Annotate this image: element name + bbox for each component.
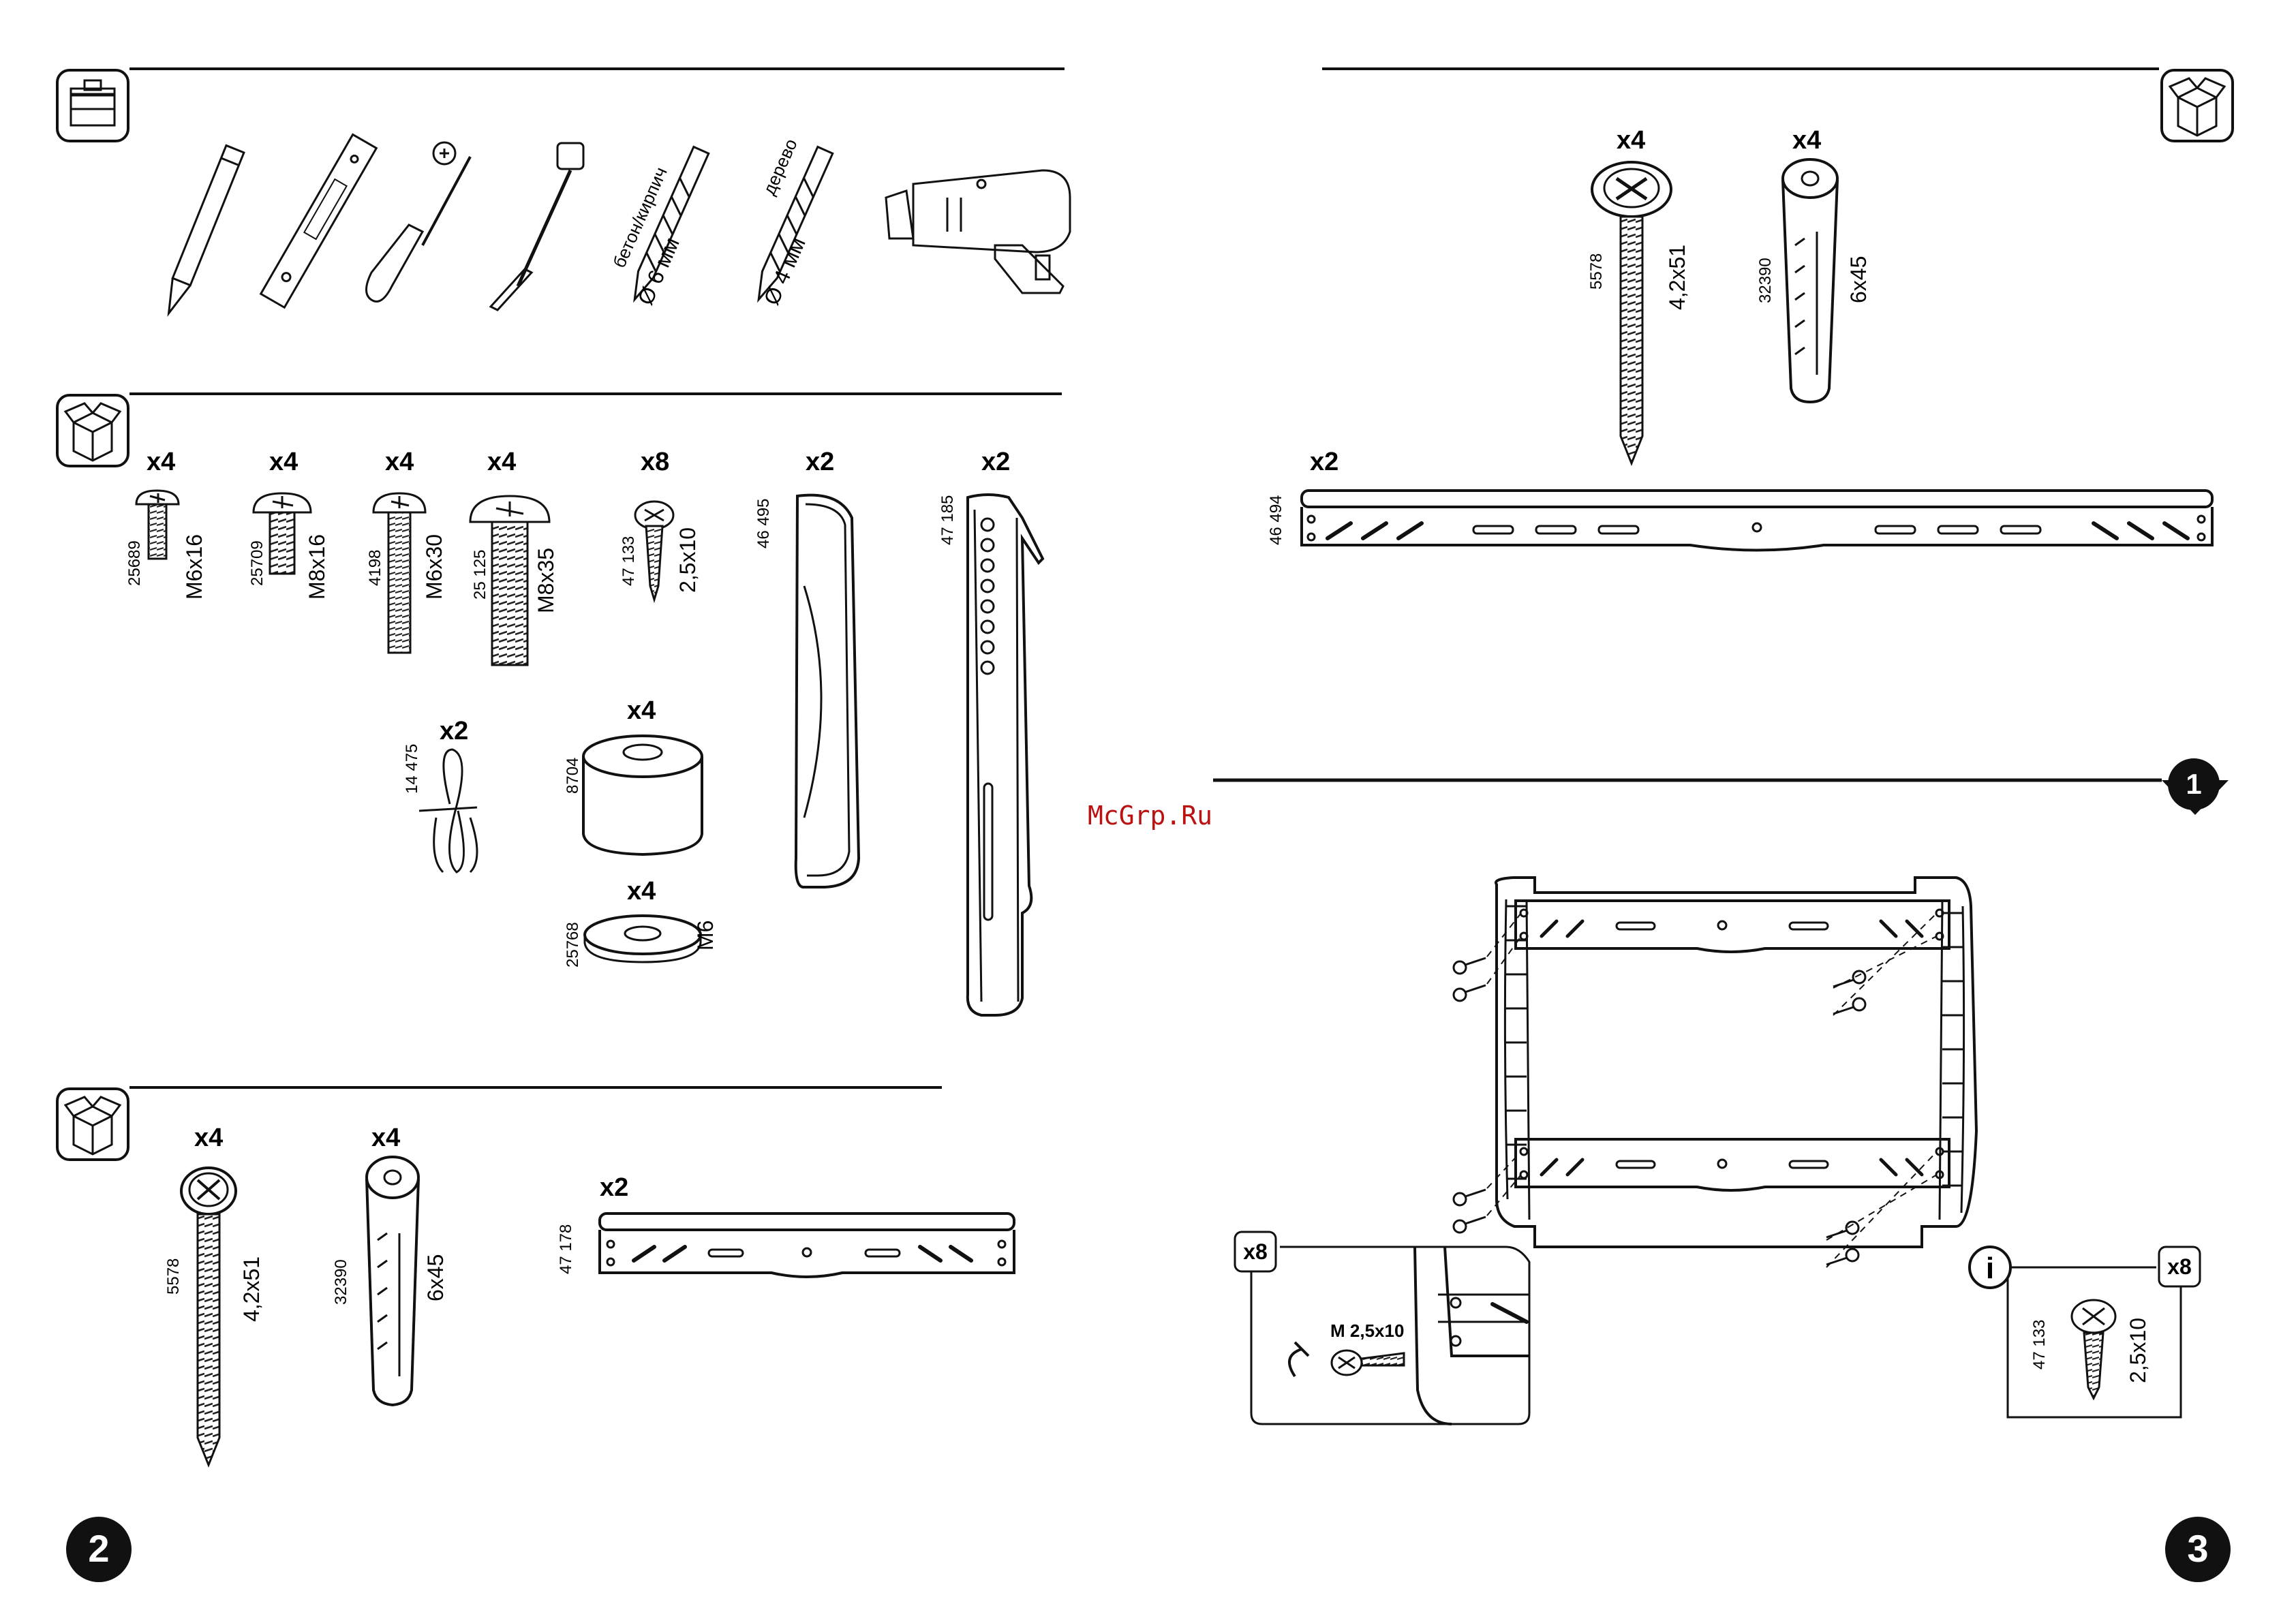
screw-2-5x10-code: 47 133 — [619, 536, 638, 586]
box-icon-kit-a — [57, 395, 128, 466]
power-drill-icon — [886, 170, 1070, 293]
screw-m6x30-count: x4 — [385, 448, 414, 476]
screw-m8x35-count: x4 — [487, 448, 516, 476]
spirit-level-icon — [261, 134, 377, 307]
wood-screw-drawing-left — [181, 1168, 236, 1465]
screw-m6x30-code: 4198 — [366, 550, 384, 586]
wall-plug-drawing-left — [367, 1157, 418, 1405]
socket-wrench-icon — [491, 143, 583, 310]
wood-bit-size: Ø 4 мм — [759, 234, 810, 309]
detail-screw-label: M 2,5x10 — [1330, 1320, 1404, 1341]
right-plug-count: x4 — [1792, 126, 1821, 155]
mounting-arm-small-drawing — [796, 495, 859, 887]
screw-m6x16-size: M6x16 — [182, 534, 206, 600]
right-rail-count: x2 — [1310, 448, 1338, 476]
screw-2-5x10-count: x8 — [641, 448, 669, 476]
info-size: 2,5x10 — [2126, 1318, 2150, 1383]
right-screw-size: 4,2x51 — [1665, 245, 1689, 310]
wall-plug-drawing-right — [1783, 159, 1837, 402]
screw-m8x35-code: 25 125 — [471, 550, 489, 600]
screw-2-5x10-drawing — [635, 501, 673, 600]
screwdriver-icon — [367, 142, 471, 302]
spacer-count: x4 — [627, 696, 656, 725]
wall-rail-drawing-right — [1302, 491, 2212, 551]
page-number-left: 2 — [88, 1527, 109, 1570]
info-code: 47 133 — [2030, 1320, 2049, 1370]
arm-small-code: 46 495 — [754, 499, 773, 548]
kit-b-screw-code: 5578 — [164, 1258, 183, 1295]
right-plug-code: 32390 — [1756, 258, 1775, 303]
info-count: x8 — [2167, 1254, 2192, 1279]
arm-small-count: x2 — [806, 448, 834, 476]
wood-screw-drawing-right — [1592, 162, 1671, 463]
screw-m8x16-code: 25709 — [248, 540, 266, 586]
screw-m6x16-code: 25689 — [125, 540, 144, 586]
screw-2-5x10-size: 2,5x10 — [675, 527, 700, 593]
pencil-icon — [160, 145, 244, 317]
cable-tie-drawing — [419, 749, 477, 872]
right-screw-code: 5578 — [1587, 253, 1606, 290]
cord-code: 14 475 — [403, 744, 421, 794]
concrete-bit-size: Ø 6 мм — [633, 234, 684, 309]
step-number: 1 — [2186, 768, 2201, 800]
toolbox-icon — [57, 70, 128, 141]
screw-m6x16-count: x4 — [147, 448, 175, 476]
arm-large-code: 47 185 — [938, 495, 957, 545]
kit-b-plug-code: 32390 — [332, 1259, 350, 1305]
cord-count: x2 — [440, 717, 468, 745]
screw-m8x35-size: M8x35 — [534, 548, 558, 613]
washer-count: x4 — [627, 877, 656, 906]
kit-b-rail-code: 47 178 — [557, 1224, 575, 1274]
right-screw-count: x4 — [1617, 126, 1645, 155]
washer-drawing — [585, 916, 701, 962]
kit-b-plug-size: 6x45 — [423, 1254, 448, 1301]
spacer-drawing — [583, 736, 702, 854]
right-rail-code: 46 494 — [1267, 495, 1285, 545]
right-plug-size: 6x45 — [1846, 256, 1871, 303]
box-icon-right — [2162, 70, 2233, 141]
kit-b-rail-count: x2 — [600, 1173, 628, 1202]
tv-back-assembly-drawing — [1496, 878, 1976, 1247]
page-number-right: 3 — [2187, 1527, 2208, 1570]
mounting-arm-large-drawing — [968, 495, 1043, 1015]
watermark: McGrp.Ru — [1088, 801, 1212, 831]
kit-b-screw-count: x4 — [194, 1124, 223, 1152]
detail-count: x8 — [1243, 1239, 1268, 1264]
washer-code: 25768 — [564, 922, 582, 968]
kit-b-plug-count: x4 — [371, 1124, 400, 1152]
spacer-code: 8704 — [564, 758, 582, 794]
wood-bit-label: дерево — [759, 136, 801, 198]
info-icon: i — [1986, 1252, 1994, 1285]
wall-rail-drawing-left — [600, 1214, 1014, 1277]
kit-b-screw-size: 4,2x51 — [239, 1256, 264, 1322]
info-box — [1970, 1247, 2200, 1417]
screw-m6x30-size: M6x30 — [422, 534, 446, 600]
screw-m8x16-size: M8x16 — [305, 534, 329, 600]
screw-m8x16-count: x4 — [269, 448, 298, 476]
box-icon-kit-b — [57, 1089, 128, 1160]
arm-large-count: x2 — [981, 448, 1010, 476]
washer-size: M6 — [693, 921, 718, 950]
